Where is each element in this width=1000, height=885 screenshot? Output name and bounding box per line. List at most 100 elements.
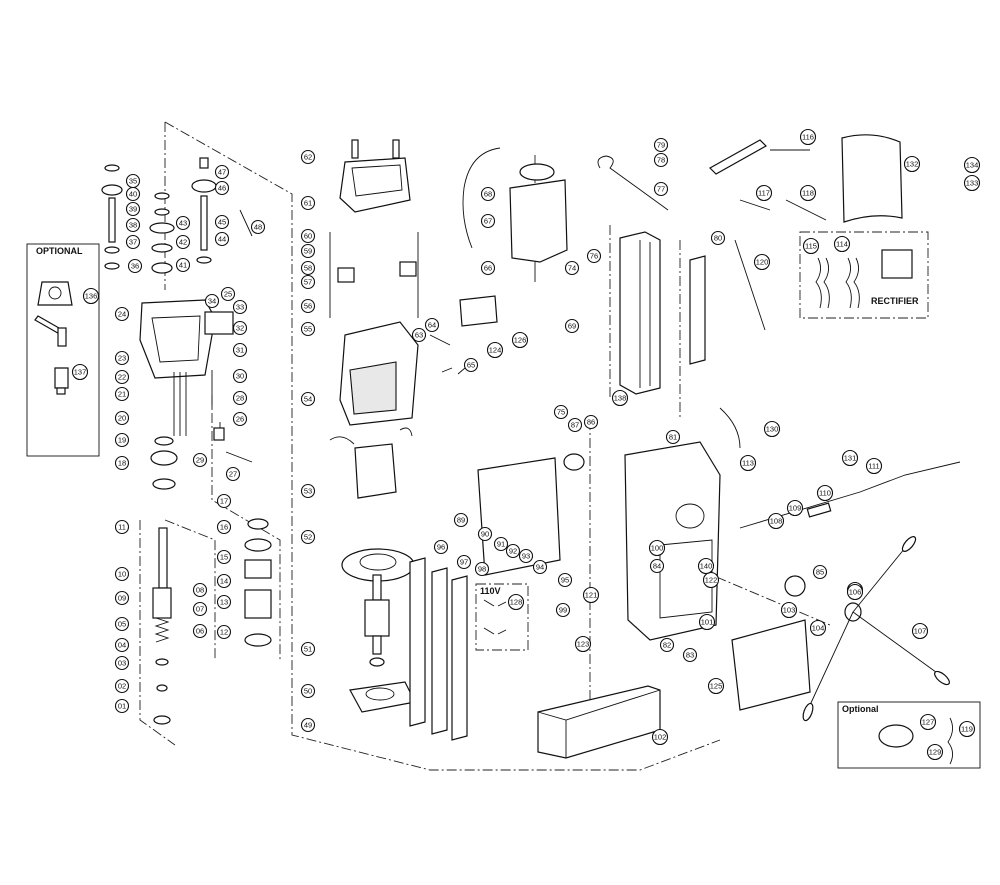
callout-bubble — [114, 306, 130, 322]
callout-number: 125 — [710, 682, 723, 691]
callout-103: 103 — [780, 601, 798, 619]
callout-59: 59 — [300, 243, 316, 259]
callout-bubble — [557, 572, 573, 588]
callout-46: 46 — [214, 180, 230, 196]
callout-bubble — [232, 411, 248, 427]
callout-40: 40 — [125, 186, 141, 202]
callout-93: 93 — [518, 548, 534, 564]
callout-number: 66 — [484, 264, 492, 273]
callout-100: 100 — [648, 539, 666, 557]
callout-121: 121 — [582, 586, 600, 604]
callout-bubble — [214, 231, 230, 247]
callout-number: 41 — [179, 261, 187, 270]
callout-98: 98 — [474, 561, 490, 577]
callout-97: 97 — [456, 554, 472, 570]
callout-bubble — [216, 594, 232, 610]
callout-61: 61 — [300, 195, 316, 211]
coolant-tank-part — [509, 163, 568, 282]
callout-24: 24 — [114, 306, 130, 322]
motor-housing-part — [339, 321, 419, 426]
callout-bubble — [125, 201, 141, 217]
callout-110: 110 — [816, 484, 834, 502]
callout-01: 01 — [114, 698, 130, 714]
column-slide-part — [619, 231, 661, 395]
callout-107: 107 — [911, 622, 929, 640]
callout-20: 20 — [114, 410, 130, 426]
callout-number: 01 — [118, 702, 126, 711]
callout-45: 45 — [214, 214, 230, 230]
callout-number: 137 — [74, 368, 87, 377]
callout-number: 45 — [218, 218, 226, 227]
callout-number: 104 — [812, 624, 825, 633]
callout-number: 21 — [118, 390, 126, 399]
callout-number: 117 — [758, 189, 770, 198]
callout-117: 117 — [755, 184, 773, 202]
callout-number: 122 — [705, 576, 718, 585]
callout-108: 108 — [767, 512, 785, 530]
callout-bubble — [583, 414, 599, 430]
callout-bubble — [809, 619, 827, 637]
callout-number: 96 — [437, 543, 445, 552]
callout-bubble — [424, 317, 440, 333]
callout-number: 14 — [220, 577, 228, 586]
magnetic-base-part — [537, 685, 661, 759]
callout-bubble — [114, 590, 130, 606]
callout-bubble — [649, 558, 665, 574]
callout-number: 109 — [789, 504, 802, 513]
callout-number: 57 — [304, 278, 312, 287]
callout-bubble — [651, 728, 669, 746]
callout-bubble — [582, 586, 600, 604]
callout-number: 110 — [819, 489, 831, 498]
callout-80: 80 — [710, 230, 726, 246]
callout-111: 111 — [865, 457, 883, 475]
callout-44: 44 — [214, 231, 230, 247]
callout-number: 136 — [85, 292, 98, 301]
callout-bubble — [114, 655, 130, 671]
callout-bubble — [300, 641, 316, 657]
callout-bubble — [216, 624, 232, 640]
callout-bubble — [786, 499, 804, 517]
callout-75: 75 — [553, 404, 569, 420]
callout-number: 127 — [922, 718, 935, 727]
callout-number: 86 — [587, 418, 595, 427]
callout-137: 137 — [71, 363, 89, 381]
callout-number: 26 — [236, 415, 244, 424]
callout-74: 74 — [564, 260, 580, 276]
callout-number: 52 — [304, 533, 312, 542]
callout-number: 23 — [118, 354, 126, 363]
callout-87: 87 — [567, 417, 583, 433]
callout-bubble — [127, 258, 143, 274]
callout-bubble — [82, 287, 100, 305]
callout-number: 114 — [836, 240, 848, 249]
callout-bubble — [114, 432, 130, 448]
callout-number: 11 — [118, 523, 126, 532]
callout-07: 07 — [192, 601, 208, 617]
callout-bubble — [216, 549, 232, 565]
callout-47: 47 — [214, 164, 230, 180]
callout-113: 113 — [739, 454, 757, 472]
callout-number: 120 — [756, 258, 769, 267]
callout-130: 130 — [763, 420, 781, 438]
callout-number: 28 — [236, 394, 244, 403]
callout-bubble — [653, 181, 669, 197]
callout-118: 118 — [799, 184, 817, 202]
callout-83: 83 — [682, 647, 698, 663]
callout-bubble — [799, 128, 817, 146]
spindle-bolts — [150, 372, 187, 490]
callout-bubble — [220, 286, 236, 302]
callout-bubble — [114, 386, 130, 402]
callout-number: 107 — [914, 627, 927, 636]
callout-bubble — [586, 248, 602, 264]
callout-bubble — [518, 548, 534, 564]
callout-bubble — [300, 298, 316, 314]
callout-number: 84 — [653, 562, 661, 571]
callout-number: 06 — [196, 627, 204, 636]
callout-bubble — [555, 602, 571, 618]
rectifier-part — [881, 249, 913, 279]
armature-part — [364, 574, 390, 667]
callout-bubble — [300, 274, 316, 290]
assembly-guide-lines — [139, 121, 831, 771]
callout-85: 85 — [812, 564, 828, 580]
